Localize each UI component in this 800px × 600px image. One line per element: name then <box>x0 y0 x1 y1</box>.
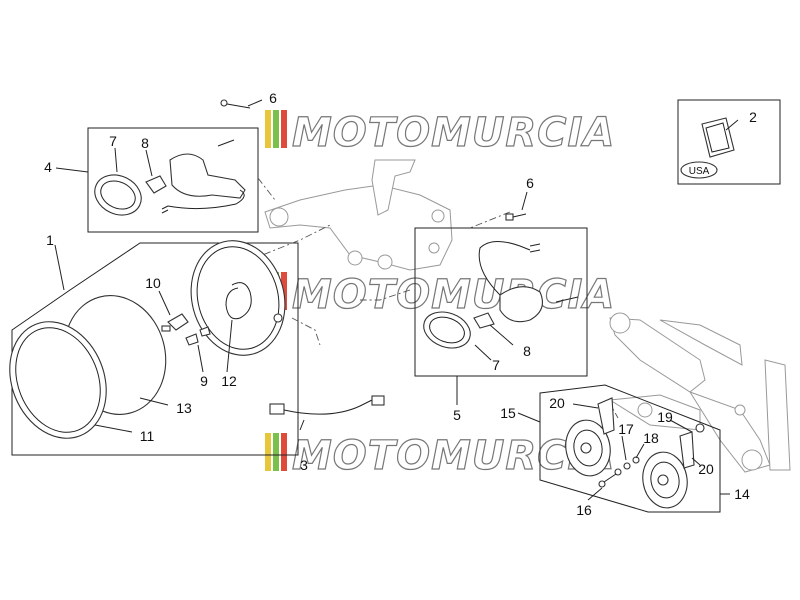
watermark: MOTOMURCIA <box>265 109 615 157</box>
indicator-bulb <box>145 175 167 194</box>
callout-10: 10 <box>145 275 161 291</box>
callout-16: 16 <box>576 502 592 518</box>
callout-7-rear: 7 <box>109 133 117 149</box>
headlight-bulb <box>167 313 189 331</box>
usa-label-oval <box>680 161 718 179</box>
callout-6-right: 6 <box>526 175 534 191</box>
usa-label: USA <box>689 166 710 177</box>
front-indicator-group-frame <box>414 227 588 377</box>
indicator-screw <box>217 139 235 147</box>
watermark-stripe <box>281 110 287 148</box>
callout-6-top: 6 <box>269 90 277 106</box>
indicator-lens <box>423 311 471 349</box>
headlight-reflector <box>190 240 286 356</box>
screw-part <box>220 99 251 109</box>
indicator-lens <box>94 174 142 216</box>
watermark-text: MOTOMURCIA <box>292 272 615 318</box>
headlight-group-frame <box>11 242 299 456</box>
callout-17: 17 <box>618 421 634 437</box>
callout-8-rear: 8 <box>141 135 149 151</box>
wiring-harness <box>269 395 385 415</box>
callout-20-left: 20 <box>549 395 565 411</box>
rear-indicator-group-frame <box>87 127 259 233</box>
watermark-stripe <box>281 433 287 471</box>
callout-18: 18 <box>643 430 659 446</box>
watermark-text: MOTOMURCIA <box>292 110 615 156</box>
usa-reflector: USA <box>680 117 735 179</box>
callout-20-right: 20 <box>698 461 714 477</box>
callout-2: 2 <box>749 109 757 125</box>
leader-lines <box>54 99 739 501</box>
callout-15: 15 <box>500 405 516 421</box>
callout-5: 5 <box>453 407 461 423</box>
indicator-bulb <box>473 312 495 329</box>
callout-1: 1 <box>46 232 54 248</box>
front-indicator-assembly <box>423 241 579 349</box>
callout-19: 19 <box>657 409 673 425</box>
callout-11: 11 <box>140 428 155 444</box>
horn-assembly <box>565 397 705 509</box>
callout-9: 9 <box>200 373 208 389</box>
rear-subframe-drawing <box>264 159 453 271</box>
watermark: MOTOMURCIA <box>265 432 615 480</box>
callout-8-front: 8 <box>523 343 531 359</box>
watermark-stripe <box>273 110 279 148</box>
indicator-screw <box>555 296 579 303</box>
watermark: MOTOMURCIA <box>265 271 615 319</box>
horn-group-frame <box>539 384 721 513</box>
callout-14: 14 <box>734 486 750 502</box>
parking-bulb <box>185 333 199 346</box>
callout-7-front: 7 <box>492 357 500 373</box>
screw-part <box>505 213 527 221</box>
watermark-text: MOTOMURCIA <box>292 433 615 479</box>
callout-4: 4 <box>44 159 52 175</box>
rear-indicator-assembly <box>94 139 246 216</box>
headlight-rim <box>9 321 107 439</box>
usa-reflector-frame <box>677 99 781 185</box>
indicator-housing <box>169 153 246 199</box>
headlight-wiring <box>225 282 252 320</box>
callouts: 1 2 3 4 5 6 6 7 7 8 8 9 10 11 12 13 14 1… <box>44 90 757 518</box>
headlight-assembly <box>9 240 286 439</box>
watermark-stripe <box>265 433 271 471</box>
watermark-stripe <box>273 433 279 471</box>
indicator-housing <box>499 286 543 323</box>
callout-12: 12 <box>221 373 237 389</box>
callout-3: 3 <box>300 457 308 473</box>
watermark-stripe <box>265 110 271 148</box>
callout-13: 13 <box>176 400 192 416</box>
front-frame-drawing <box>608 312 791 473</box>
